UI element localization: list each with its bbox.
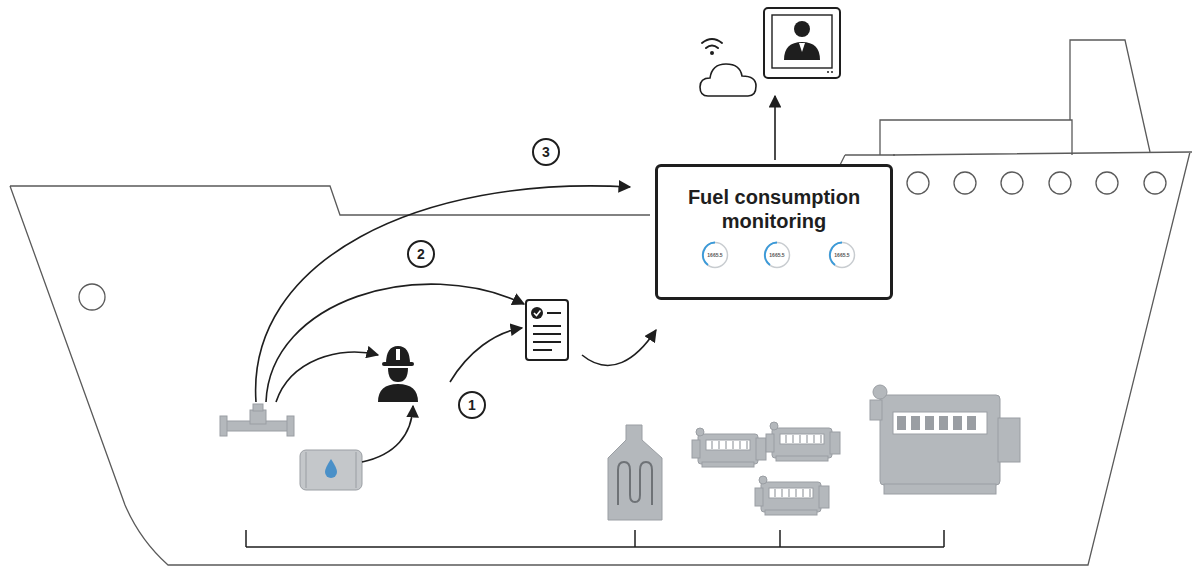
callout-number: 2 — [407, 240, 435, 268]
gauge: 1665.5 — [701, 241, 729, 269]
gauge: 1665.5 — [828, 241, 856, 269]
gauge-value: 1665.5 — [763, 252, 791, 258]
gauge: 1665.5 — [763, 241, 791, 269]
monitor-title: Fuel consumption monitoring — [658, 185, 890, 233]
callout-number: 1 — [458, 391, 486, 419]
monitor-screen: Fuel consumption monitoring 1665.5 1665.5 1… — [655, 164, 893, 300]
callout-number: 3 — [532, 138, 560, 166]
gauge-value: 1665.5 — [828, 252, 856, 258]
gauge-value: 1665.5 — [701, 252, 729, 258]
